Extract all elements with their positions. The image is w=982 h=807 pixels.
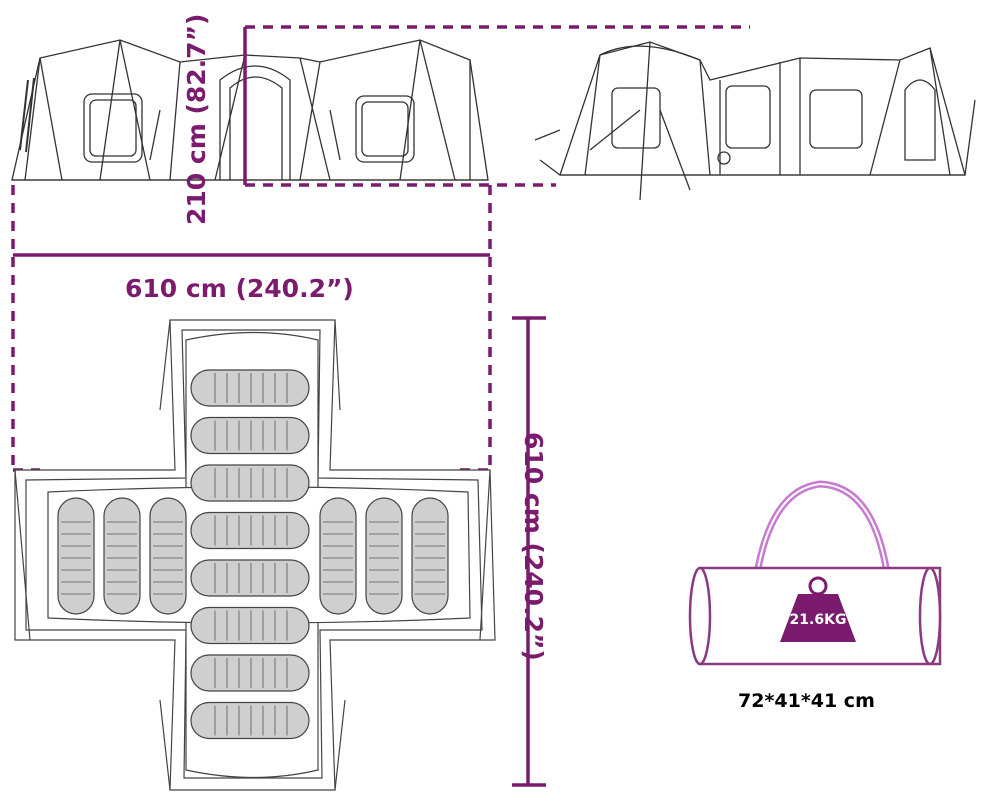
height-dimension-label: 210 cm (82.7”) (182, 13, 211, 225)
sleeping-bag-icon (365, 497, 403, 615)
sleeping-bag-icon (190, 654, 310, 692)
sleeping-bag-icon (319, 497, 357, 615)
sleeping-bag-icon (103, 497, 141, 615)
sleeping-bag-icon (190, 416, 310, 455)
sleeping-bag-icon (190, 464, 310, 502)
sleeping-bags-right (319, 497, 449, 615)
bag-size-label: 72*41*41 cm (738, 690, 875, 712)
sleeping-bags-left (57, 497, 187, 615)
tent-side-view (534, 41, 976, 201)
length-dimension-label: 610 cm (240.2”) (519, 432, 548, 661)
weight-label: 21.6KG (790, 612, 847, 628)
sleeping-bag-icon (190, 606, 310, 645)
sleeping-bag-icon (411, 497, 449, 615)
tent-front-view (11, 39, 489, 181)
width-dimension-label: 610 cm (240.2”) (125, 274, 354, 303)
dimension-lines (11, 25, 750, 787)
sleeping-bag-icon (190, 511, 310, 550)
sleeping-bags-center (190, 369, 310, 740)
sleeping-bag-icon (149, 497, 187, 615)
carry-bag-icon (688, 480, 942, 666)
sleeping-bag-icon (57, 497, 95, 615)
sleeping-bag-icon (190, 369, 310, 407)
weight-icon: 21.6KG (780, 576, 856, 642)
sleeping-bag-icon (190, 559, 310, 597)
sleeping-bag-icon (190, 701, 310, 740)
